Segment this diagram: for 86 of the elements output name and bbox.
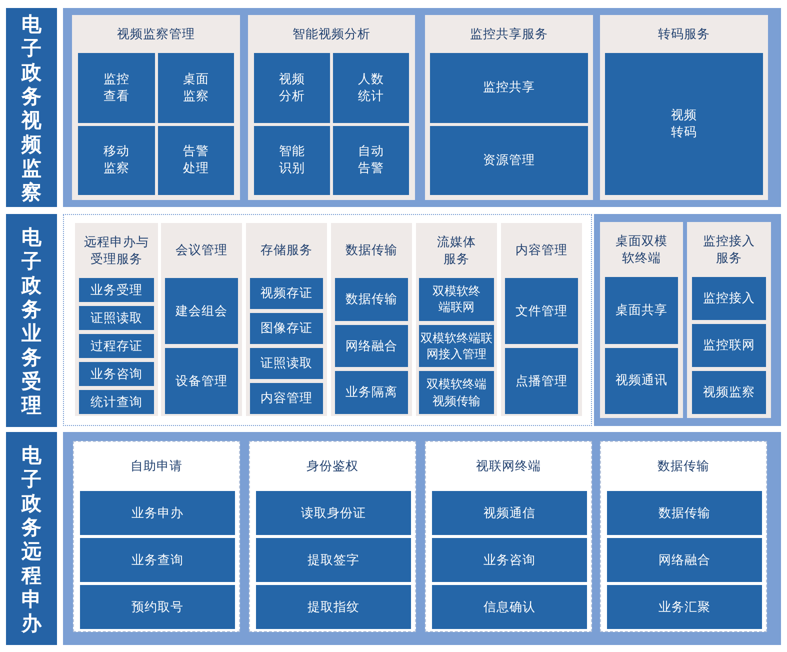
service-card [331, 223, 412, 416]
card-title: 智能视频分析 [292, 24, 372, 43]
function-box: 数据传输 [335, 278, 408, 321]
service-card [425, 441, 592, 632]
function-box: 视频监察 [692, 371, 766, 414]
function-box: 告警处理 [158, 126, 234, 195]
function-box: 业务申办 [80, 491, 235, 535]
section-label: 电子政务远程申办 [6, 432, 57, 645]
function-box: 视频分析 [254, 53, 330, 122]
function-box: 桌面共享 [605, 277, 678, 344]
card-title: 内容管理 [514, 241, 568, 260]
service-card [161, 223, 242, 416]
function-box: 图像存证 [250, 313, 323, 344]
card-title: 自助申请 [130, 457, 184, 476]
function-box: 监控查看 [78, 53, 154, 122]
function-box: 建会组会 [165, 278, 238, 344]
card-title: 远程申办与受理服务 [83, 232, 150, 268]
function-box: 过程存证 [79, 334, 154, 358]
function-box: 信息确认 [432, 585, 587, 629]
function-box: 证照读取 [250, 348, 323, 379]
function-box: 双模软终端联网接入管理 [419, 324, 494, 368]
card-title: 监控接入服务 [702, 232, 756, 266]
function-box: 双模软终端视频传输 [419, 371, 494, 414]
function-box: 视频转码 [605, 53, 763, 195]
card-title: 数据传输 [656, 457, 710, 476]
section-label: 电子政务业务受理 [6, 214, 57, 427]
service-card [600, 15, 768, 200]
function-box: 业务咨询 [432, 538, 587, 582]
function-box: 预约取号 [80, 585, 235, 629]
function-box: 移动监察 [78, 126, 154, 195]
function-box: 业务查询 [80, 538, 235, 582]
card-title: 数据传输 [344, 241, 398, 260]
section-panel [63, 8, 781, 207]
card-title: 视频监察管理 [116, 24, 196, 43]
function-box: 提取指纹 [256, 585, 411, 629]
section-label: 电子政务视频监察 [6, 8, 57, 207]
card-title: 流媒体服务 [436, 232, 477, 268]
card-title: 身份鉴权 [306, 457, 360, 476]
section-panel [594, 214, 781, 426]
function-box: 双模软终端联网 [419, 278, 494, 321]
function-box: 点播管理 [505, 348, 578, 414]
function-box: 自动告警 [333, 126, 409, 195]
function-box: 人数统计 [333, 53, 409, 122]
service-card [425, 15, 593, 200]
card-title: 视联网终端 [475, 457, 542, 476]
card-title: 会议管理 [174, 241, 228, 260]
function-box: 桌面监察 [158, 53, 234, 122]
function-box: 证照读取 [79, 306, 154, 330]
function-box: 视频通信 [432, 491, 587, 535]
section-panel [63, 214, 592, 426]
function-box: 设备管理 [165, 348, 238, 414]
service-card [501, 223, 582, 416]
function-box: 监控接入 [692, 277, 766, 320]
function-box: 视频通讯 [605, 348, 678, 414]
service-card [73, 441, 240, 632]
function-box: 业务受理 [79, 278, 154, 302]
function-box: 文件管理 [505, 278, 578, 344]
function-box: 视频存证 [250, 278, 323, 309]
function-box: 资源管理 [430, 126, 588, 195]
function-box: 读取身份证 [256, 491, 411, 535]
service-card [600, 441, 767, 632]
card-title: 监控共享服务 [469, 24, 549, 43]
function-box: 网络融合 [335, 324, 408, 368]
card-title: 转码服务 [657, 24, 711, 43]
service-card [246, 223, 327, 416]
service-card [687, 222, 771, 418]
service-card [248, 15, 415, 200]
function-box: 业务隔离 [335, 371, 408, 414]
service-card [75, 223, 158, 416]
service-card [600, 222, 683, 418]
function-box: 智能识别 [254, 126, 330, 195]
function-box: 监控联网 [692, 324, 766, 367]
function-box: 数据传输 [607, 491, 762, 535]
service-card [72, 15, 240, 200]
section-panel [63, 432, 781, 645]
function-box: 业务汇聚 [607, 585, 762, 629]
card-title: 存储服务 [260, 241, 314, 260]
service-card [249, 441, 416, 632]
card-title: 桌面双模软终端 [614, 232, 668, 266]
function-box: 提取签字 [256, 538, 411, 582]
function-box: 监控共享 [430, 53, 588, 122]
function-box: 网络融合 [607, 538, 762, 582]
function-box: 业务咨询 [79, 362, 154, 386]
function-box: 内容管理 [250, 383, 323, 414]
function-box: 统计查询 [79, 390, 154, 414]
service-card [416, 223, 497, 416]
